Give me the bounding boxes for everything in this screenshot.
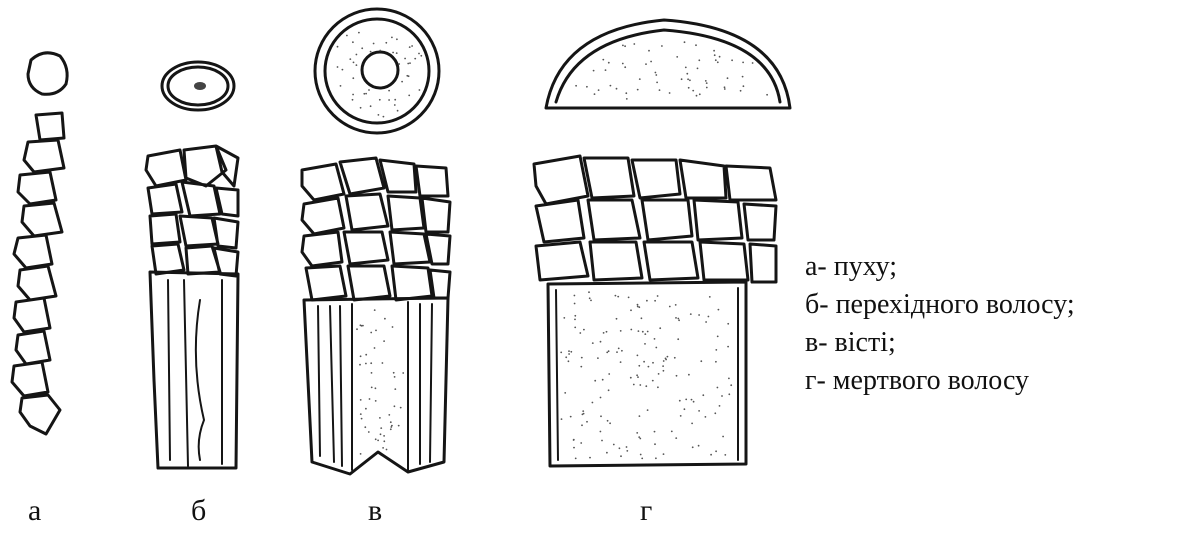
dead-hair-scales — [534, 156, 776, 282]
down-hair-scale-column — [12, 113, 64, 434]
guard-hair-striations — [318, 304, 432, 466]
guard-hair-section-stipple — [337, 32, 423, 118]
dead-hair-cortex-border — [556, 288, 738, 460]
guard-hair-drawing — [302, 9, 450, 474]
label-b: б — [191, 496, 206, 526]
dead-hair-cross-section — [546, 20, 790, 108]
guard-hair-shaft — [304, 298, 448, 474]
transitional-hair-striations — [168, 280, 222, 466]
guard-hair-cross-section — [315, 9, 439, 133]
label-g: г — [640, 496, 652, 526]
transitional-hair-drawing — [146, 62, 238, 468]
guard-hair-inner-ring — [325, 19, 429, 123]
guard-hair-medulla-border — [352, 302, 408, 470]
legend-item: г- мертвого волосу — [805, 362, 1075, 400]
transitional-hair-medulla-shaft — [150, 272, 238, 468]
guard-hair-core — [362, 52, 398, 88]
dead-hair-shaft — [548, 282, 746, 466]
dead-hair-shaft-stipple — [560, 291, 732, 459]
transitional-hair-core — [194, 82, 206, 90]
dead-hair-section-stipple — [575, 41, 768, 100]
legend-item: в- вісті; — [805, 324, 1075, 362]
down-hair-cross-section — [28, 53, 67, 94]
legend-item: а- пуху; — [805, 248, 1075, 286]
label-a: а — [28, 496, 41, 526]
down-hair-drawing — [12, 53, 67, 434]
guard-hair-medulla-stipple — [356, 309, 404, 455]
transitional-hair-scales — [146, 146, 238, 276]
label-v: в — [368, 496, 382, 526]
legend: а- пуху; б- перехідного волосу; в- вісті… — [805, 248, 1075, 400]
guard-hair-scales — [302, 158, 450, 300]
dead-hair-drawing — [534, 20, 790, 466]
legend-item: б- перехідного волосу; — [805, 286, 1075, 324]
